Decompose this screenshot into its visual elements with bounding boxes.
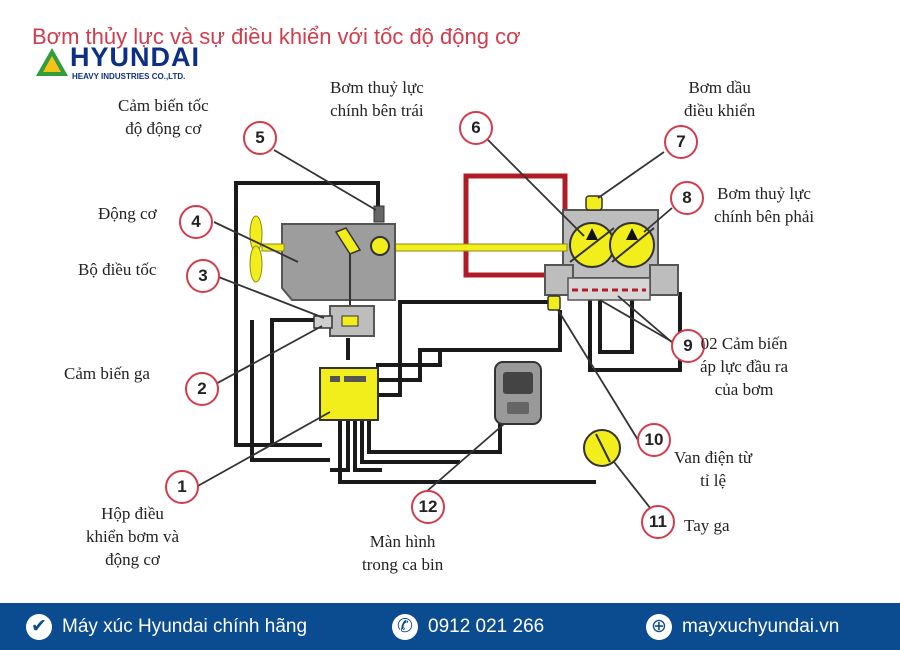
label-engine: Động cơ [98, 204, 157, 223]
footer-brand-text: Máy xúc Hyundai chính hãng [62, 615, 308, 637]
footer-bar: ✔ Máy xúc Hyundai chính hãng ✆ 0912 021 … [0, 603, 900, 650]
callout-10: 10 [637, 423, 671, 457]
speed-sensor-gear [370, 236, 390, 256]
footer-website-item[interactable]: ⊕ mayxuchyundai.vn [646, 603, 839, 650]
label-throttle-sensor: Cảm biến ga [64, 364, 150, 383]
throttle-sensor [313, 315, 333, 329]
footer-website-text: mayxuchyundai.vn [682, 615, 840, 637]
pump-flange-right [649, 264, 679, 296]
callout-4: 4 [179, 205, 213, 239]
callout-11: 11 [641, 505, 675, 539]
logo-subtitle: HEAVY INDUSTRIES CO.,LTD. [72, 72, 186, 81]
phone-icon: ✆ [392, 613, 418, 640]
pump-base [567, 277, 651, 301]
red-pilot-line [463, 173, 568, 278]
drive-shaft [394, 243, 568, 252]
hydraulic-diagram [195, 139, 682, 519]
label-throttle-dial: Tay ga [684, 516, 730, 535]
footer-brand-item[interactable]: ✔ Máy xúc Hyundai chính hãng [26, 603, 307, 650]
logo-triangle-icon [36, 48, 68, 76]
engine-block [281, 223, 396, 301]
callout-1: 1 [165, 470, 199, 504]
callout-12: 12 [411, 490, 445, 524]
label-governor: Bộ điều tốc [78, 260, 157, 279]
callout-7: 7 [664, 125, 698, 159]
callout-2: 2 [185, 372, 219, 406]
pilot-pump [585, 195, 603, 211]
footer-phone-text: 0912 021 266 [428, 615, 545, 637]
globe-icon: ⊕ [646, 613, 672, 640]
callout-8: 8 [670, 181, 704, 215]
callout-3: 3 [186, 259, 220, 293]
hyundai-logo: HYUNDAI HEAVY INDUSTRIES CO.,LTD. [36, 42, 236, 84]
footer-phone-item[interactable]: ✆ 0912 021 266 [392, 603, 544, 650]
diagram-title: Bơm thủy lực và sự điều khiển với tốc độ… [32, 24, 521, 49]
callout-9: 9 [671, 329, 705, 363]
solenoid-valve [547, 295, 561, 311]
callout-6: 6 [459, 111, 493, 145]
wiring [234, 181, 682, 484]
logo-brand: HYUNDAI [70, 42, 201, 72]
check-badge-icon: ✔ [26, 613, 52, 640]
leader-lines [195, 139, 677, 519]
callout-5: 5 [243, 121, 277, 155]
